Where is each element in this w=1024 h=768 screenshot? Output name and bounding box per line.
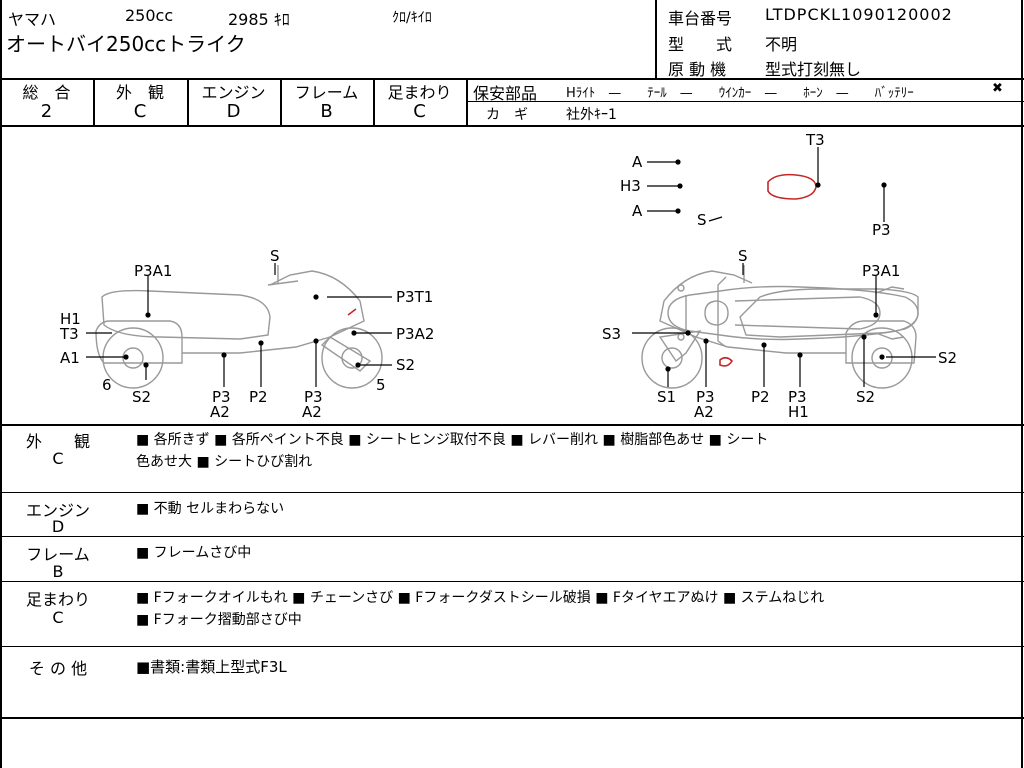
right-border	[1021, 0, 1023, 768]
remark-label-engine: エンジン	[25, 501, 90, 520]
rule	[0, 646, 1024, 647]
rule	[0, 536, 1024, 537]
label-top-s: S	[697, 211, 707, 229]
grade-header-frame: フレーム	[294, 83, 359, 102]
remark-text-frame: ■ フレームさび中	[136, 545, 252, 561]
label-right-s2-b: S2	[856, 388, 876, 406]
displacement: 250cc	[125, 6, 174, 25]
type-value: 不明	[765, 35, 798, 54]
remark-grade-exterior: C	[52, 449, 64, 468]
grade-header-suspension: 足まわり	[387, 83, 452, 102]
remark-label-exterior: 外 観	[25, 432, 90, 451]
battery-mark: ✖	[992, 81, 1003, 96]
color: ｸﾛ/ｷｲﾛ	[392, 10, 432, 26]
frame-number: LTDPCKL1090120002	[765, 5, 953, 24]
remark-label-suspension: 足まわり	[25, 590, 90, 609]
label-top-t3: T3	[806, 131, 825, 149]
label-right-p2: P2	[751, 388, 770, 406]
model-name: オートバイ250ccトライク	[6, 32, 246, 56]
remark-text-other: ■書類:書類上型式F3L	[136, 658, 287, 676]
key-label: カ ギ	[486, 107, 528, 123]
label-left-p3a1: P3A1	[134, 262, 173, 280]
grade-divider	[93, 78, 95, 125]
label-right-a2: A2	[694, 403, 714, 421]
rule	[0, 492, 1024, 493]
left-border	[0, 0, 2, 768]
label-left-a2-b: A2	[302, 403, 322, 421]
rule	[0, 125, 1024, 127]
damage-marks	[347, 173, 817, 367]
grade-value-frame: B	[320, 101, 333, 122]
label-left-h1: H1	[60, 310, 81, 328]
remark-text-engine: ■ 不動 セルまわらない	[136, 501, 285, 517]
label-left-p3-b: P3	[304, 388, 323, 406]
grade-divider	[466, 78, 468, 125]
safety-items: Hﾗｲﾄ — ﾃｰﾙ — ｳｲﾝｶｰ — ﾎｰﾝ — ﾊﾞｯﾃﾘｰ	[566, 86, 914, 101]
grade-value-overall: 2	[40, 101, 53, 122]
remark-text-exterior: ■ 各所きず ■ 各所ペイント不良 ■ シートヒンジ取付不良 ■ レバー削れ ■…	[136, 432, 769, 448]
grade-value-suspension: C	[413, 101, 426, 122]
label-left-p3t1: P3T1	[396, 288, 434, 306]
grade-header-exterior: 外 観	[115, 83, 164, 102]
damage-mark	[719, 356, 733, 367]
grade-header-overall: 総 合	[22, 83, 71, 102]
rule	[466, 101, 1024, 102]
label-top-h3: H3	[620, 177, 641, 195]
type-label: 型 式	[668, 35, 733, 54]
damage-mark	[767, 173, 817, 200]
grade-value-engine: D	[226, 101, 241, 122]
label-top-p3: P3	[872, 221, 891, 239]
remark-label-other: そ の 他	[28, 659, 88, 678]
engine-value: 型式打刻無し	[765, 60, 862, 79]
trike-left-view	[95, 265, 383, 389]
maker: ヤマハ	[8, 10, 57, 29]
remark-text-exterior-2: 色あせ大 ■ シートひび割れ	[136, 454, 313, 470]
label-left-a1: A1	[60, 349, 80, 367]
remark-grade-engine: D	[51, 517, 65, 536]
engine-label: 原 動 機	[668, 60, 727, 79]
frame-number-label: 車台番号	[668, 9, 733, 28]
grade-divider	[280, 78, 282, 125]
label-right-s1: S1	[657, 388, 677, 406]
rule	[0, 581, 1024, 582]
label-left-p3a2: P3A2	[396, 325, 435, 343]
label-left-p3-a: P3	[212, 388, 231, 406]
label-left-t3: T3	[60, 325, 79, 343]
rule	[0, 78, 1024, 80]
label-left-a2-a: A2	[210, 403, 230, 421]
label-right-p3a1: P3A1	[862, 262, 901, 280]
grade-divider	[187, 78, 189, 125]
label-right-p3-a: P3	[696, 388, 715, 406]
label-right-s: S	[738, 247, 748, 265]
label-left-5: 5	[376, 376, 386, 394]
label-right-h1: H1	[788, 403, 809, 421]
damage-mark	[347, 308, 357, 316]
label-top-a1: A	[632, 153, 643, 171]
safety-label: 保安部品	[473, 84, 538, 103]
remark-grade-suspension: C	[52, 608, 64, 627]
rule	[0, 717, 1024, 719]
label-left-p2: P2	[249, 388, 268, 406]
grade-header-engine: エンジン	[201, 83, 266, 102]
grade-value-exterior: C	[133, 101, 147, 122]
label-left-s2: S2	[132, 388, 152, 406]
remark-text-suspension-2: ■ Fフォーク摺動部さび中	[136, 612, 302, 628]
remark-grade-frame: B	[52, 562, 64, 581]
remark-label-frame: フレーム	[26, 545, 90, 564]
remark-text-suspension: ■ Fフォークオイルもれ ■ チェーンさび ■ Fフォークダストシール破損 ■ …	[136, 590, 825, 606]
label-right-p3-b: P3	[788, 388, 807, 406]
label-right-s2: S2	[938, 349, 958, 367]
rule	[0, 424, 1024, 426]
label-top-a2: A	[632, 202, 643, 220]
grade-divider	[373, 78, 375, 125]
damage-diagram	[86, 147, 936, 389]
label-right-s3: S3	[602, 325, 622, 343]
header-divider	[655, 0, 657, 78]
label-left-s2-right: S2	[396, 356, 416, 374]
mileage: 2985 ｷﾛ	[228, 10, 290, 29]
label-left-s: S	[270, 247, 280, 265]
label-left-6: 6	[102, 376, 112, 394]
key-value: 社外ｷｰ1	[566, 107, 617, 123]
